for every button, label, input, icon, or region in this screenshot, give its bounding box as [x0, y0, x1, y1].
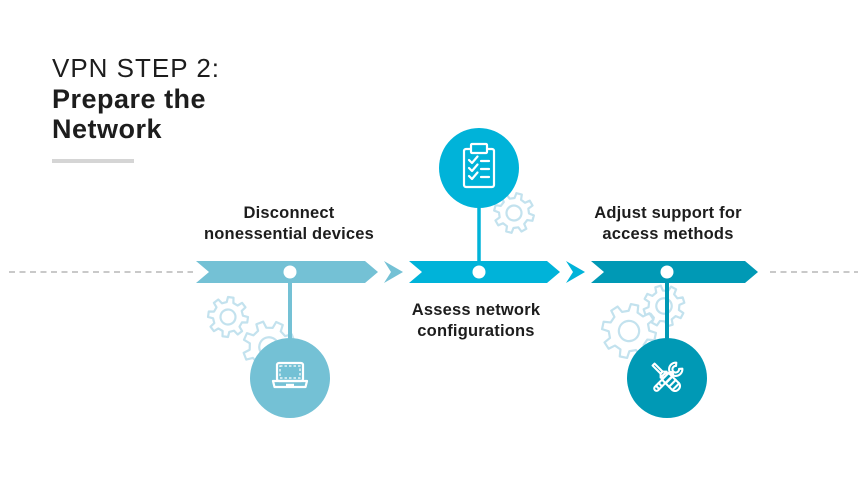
step3-label: Adjust support for access methods [594, 204, 742, 243]
step2-label: Assess network configurations [411, 301, 541, 340]
step-arrow-3 [591, 261, 758, 283]
page-title: Prepare the Network [52, 84, 207, 144]
title-step: VPN STEP 2: [52, 53, 221, 83]
timeline-dot-step3 [660, 265, 674, 279]
gear-icon [635, 277, 693, 335]
step2-icon-circle [439, 128, 519, 208]
timeline-dot-step1 [283, 265, 297, 279]
laptop-icon [271, 361, 309, 389]
title-block: VPN STEP 2: Prepare the Network [52, 52, 220, 163]
wrench-screwdriver-icon [651, 361, 684, 393]
step-arrow-1-chevron [384, 261, 403, 283]
timeline-dot-step2 [472, 265, 486, 279]
clipboard-checklist-icon [462, 142, 496, 189]
step3-icon-circle [627, 338, 707, 418]
step1-label: Disconnect nonessential devices [204, 204, 374, 243]
title-underline [52, 159, 134, 163]
gear-icon [204, 293, 252, 341]
step-arrow-2-chevron [566, 261, 585, 283]
